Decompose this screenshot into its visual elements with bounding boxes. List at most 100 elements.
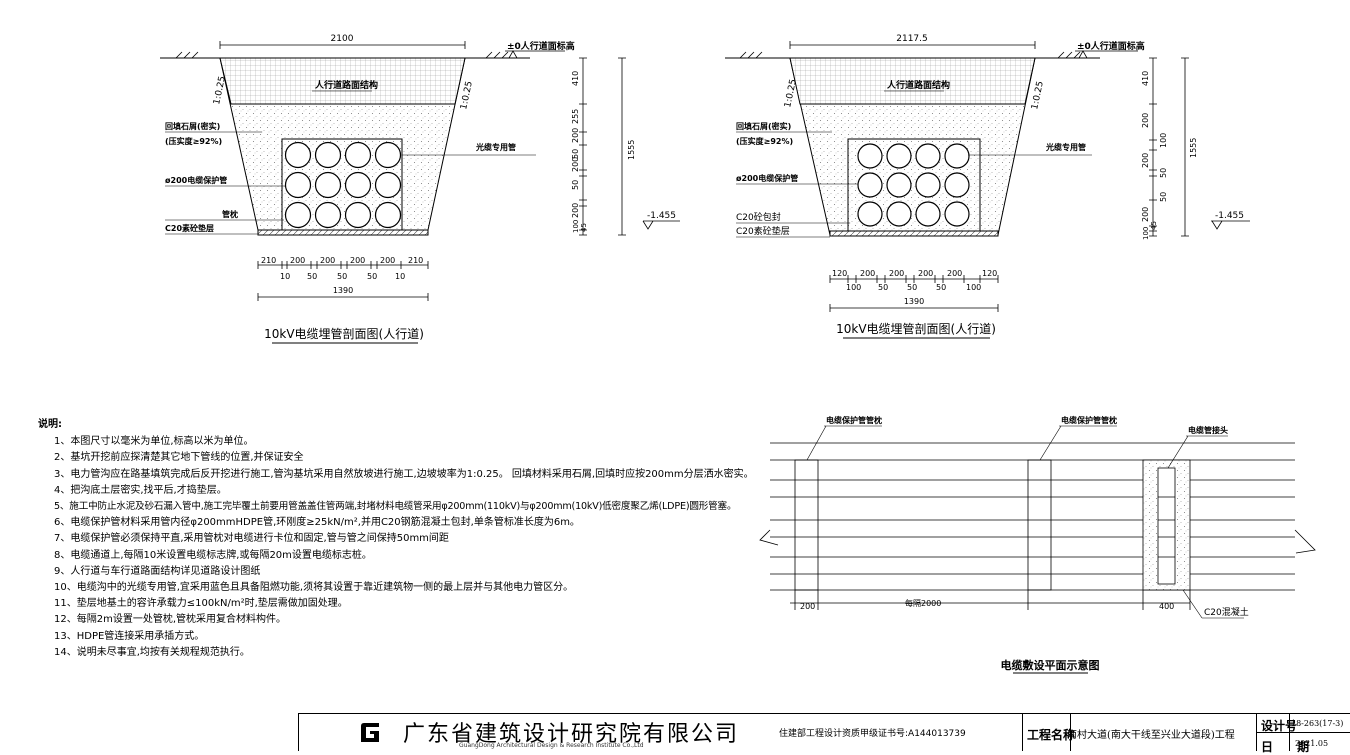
right-slope-right: 1:0.25 [1030, 80, 1046, 110]
company-name: 广东省建筑设计研究院有限公司 [403, 722, 740, 747]
design-notes: 说明: 1、本图尺寸以毫米为单位,标高以米为单位。 2、基坑开挖前应探清楚其它地… [38, 417, 754, 661]
right-vdim-45: 45 [1150, 221, 1158, 230]
left-slope-right: 1:0.25 [459, 80, 475, 110]
tb-project-cell [1070, 714, 1257, 751]
left-hdim-200a: 200 [290, 256, 305, 265]
right-slope-left: 1:0.25 [783, 78, 799, 108]
left-hdim-50c: 50 [367, 272, 377, 281]
left-hdim-210a: 210 [261, 256, 276, 265]
left-hdim-210b: 210 [408, 256, 423, 265]
left-hdim-10b: 10 [395, 272, 405, 281]
right-vdim-410: 410 [1141, 71, 1150, 86]
right-top-width: 2117.5 [896, 34, 928, 44]
left-support: 管枕 [222, 209, 238, 219]
left-base: C20素砼垫层 [165, 223, 214, 233]
notes-heading: 说明: [38, 419, 62, 430]
right-hdim-120a: 120 [832, 269, 847, 278]
title-block: 广东省建筑设计研究院有限公司 GuangDong Architectural D… [298, 713, 1350, 754]
left-top-width: 2100 [331, 34, 354, 44]
plan-joint-label: 电缆管接头 [1188, 425, 1228, 435]
right-hdim-200c: 200 [918, 269, 933, 278]
right-backfill-1: 回填石屑(密实) [736, 121, 791, 131]
date-value: 2021.05 [1295, 739, 1329, 748]
right-vdim-100: 100 [1159, 133, 1168, 148]
note-item: 6、电缆保护管材料采用管内径φ200mmHDPE管,环刚度≥25kN/m²,并用… [54, 517, 580, 529]
cert-number: 住建部工程设计资质甲级证书号:A144013739 [779, 729, 966, 739]
note-item: 7、电缆保护管必须保持平直,采用管枕对电缆进行卡位和固定,管与管之间保持50mm… [54, 533, 449, 545]
right-vdim-50: 50 [1159, 168, 1168, 178]
left-vdim-200b: 200 [571, 157, 580, 172]
left-vdim-200a: 200 [571, 128, 580, 143]
right-section-title: 10kV电缆埋管剖面图(人行道) [836, 321, 996, 336]
right-encase: C20砼包封 [736, 211, 781, 223]
left-vdim-50b: 50 [571, 180, 580, 190]
right-vdim-200c: 200 [1141, 207, 1150, 222]
note-item: 9、人行道与车行道路面结构详见道路设计图纸 [54, 565, 261, 577]
note-item: 8、电缆通道上,每隔10米设置电缆标志牌,或每隔20m设置电缆标志桩。 [54, 549, 372, 561]
left-backfill-1: 回填石屑(密实) [165, 121, 220, 131]
right-hdim-120b: 120 [982, 269, 997, 278]
left-pipe-array [284, 141, 402, 229]
left-vdim-50a: 50 [571, 149, 580, 159]
right-backfill-2: (压实度≥92%) [736, 136, 793, 146]
left-hdim-50a: 50 [307, 272, 317, 281]
note-item: 1、本图尺寸以毫米为单位,标高以米为单位。 [54, 436, 254, 448]
left-total-height: 1555 [627, 140, 636, 160]
note-item: 13、HDPE管连接采用承插方式。 [54, 630, 205, 642]
right-hdim-50a: 50 [878, 283, 888, 292]
left-hdim-50b: 50 [337, 272, 347, 281]
tb-divider-v [1289, 714, 1290, 751]
left-bottom-total: 1390 [333, 286, 353, 295]
left-hdim-10a: 10 [280, 272, 290, 281]
note-item: 4、把沟底土层密实,找平后,才捣垫层。 [54, 484, 227, 496]
plan-dim-200: 200 [800, 602, 815, 611]
right-bottom-total: 1390 [904, 297, 924, 306]
note-item: 11、垫层地基土的容许承载力≤100kN/m²时,垫层需做加固处理。 [54, 598, 348, 610]
plan-support-label-1: 电缆保护管管枕 [826, 415, 882, 425]
note-item: 3、电力管沟应在路基填筑完成后反开挖进行施工,管沟基坑采用自然放坡进行施工,边坡… [54, 468, 754, 480]
right-base: C20素砼垫层 [736, 225, 790, 237]
right-vdim-200a: 200 [1141, 113, 1150, 128]
right-hdim-50b: 50 [907, 283, 917, 292]
right-hdim-200d: 200 [947, 269, 962, 278]
plan-title: 电缆敷设平面示意图 [1001, 658, 1100, 672]
project-label: 工程名称 [1027, 728, 1076, 742]
left-section-title: 10kV电缆埋管剖面图(人行道) [264, 326, 424, 341]
left-slope-left: 1:0.25 [212, 75, 228, 105]
design-no: 18-263(17-3) [1291, 719, 1344, 728]
left-vdim-410: 410 [571, 71, 580, 86]
left-hdim-200b: 200 [320, 256, 335, 265]
tb-company-cell: 广东省建筑设计研究院有限公司 GuangDong Architectural D… [299, 714, 1023, 751]
right-total-height: 1555 [1189, 138, 1198, 158]
left-elevation: -1.455 [647, 211, 676, 221]
left-pavement-label: 人行道路面结构 [314, 79, 378, 91]
left-ground-label: ±0人行道面标高 [507, 40, 575, 52]
right-ground-label: ±0人行道面标高 [1077, 40, 1145, 52]
company-logo-icon [358, 721, 382, 745]
note-item: 5、施工中防止水泥及砂石漏入管中,施工完毕覆土前要用管盖盖住管两端,封堵材料电缆… [54, 501, 737, 513]
left-vdim-100: 100 [572, 220, 580, 233]
right-hdim-100b: 100 [966, 283, 981, 292]
right-hdim-100a: 100 [846, 283, 861, 292]
plan-dim-spacing: 每隔2000 [905, 598, 941, 608]
right-vdim-50b: 50 [1159, 192, 1168, 202]
note-item: 10、电缆沟中的光缆专用管,宜采用蓝色且具备阻燃功能,须将其设置于靠近建筑物一侧… [54, 582, 574, 594]
right-hdim-200b: 200 [889, 269, 904, 278]
right-elevation: -1.455 [1215, 211, 1244, 221]
left-fiber-pipe: 光缆专用管 [475, 142, 516, 152]
project-name: 南村大道(南大干线至兴业大道段)工程 [1067, 730, 1235, 741]
design-no-label: 设计号 [1261, 719, 1298, 733]
tb-project-label-cell [1022, 714, 1071, 751]
left-protect-pipe: ø200电缆保护管 [165, 175, 227, 185]
tb-divider [1257, 732, 1350, 733]
note-item: 12、每隔2m设置一处管枕,管枕采用复合材料构件。 [54, 614, 287, 626]
plan-support-label-2: 电缆保护管管枕 [1061, 415, 1117, 425]
right-hdim-50c: 50 [936, 283, 946, 292]
left-vdim-200c: 200 [571, 203, 580, 218]
left-cross-section: 2100 ±0人行道面标高 1:0.25 1:0.25 人行道路面结构 回填石屑… [160, 34, 680, 344]
right-pavement-label: 人行道路面结构 [886, 79, 950, 91]
left-hdim-200d: 200 [380, 256, 395, 265]
left-backfill-2: (压实度≥92%) [165, 136, 222, 146]
right-hdim-200a: 200 [860, 269, 875, 278]
